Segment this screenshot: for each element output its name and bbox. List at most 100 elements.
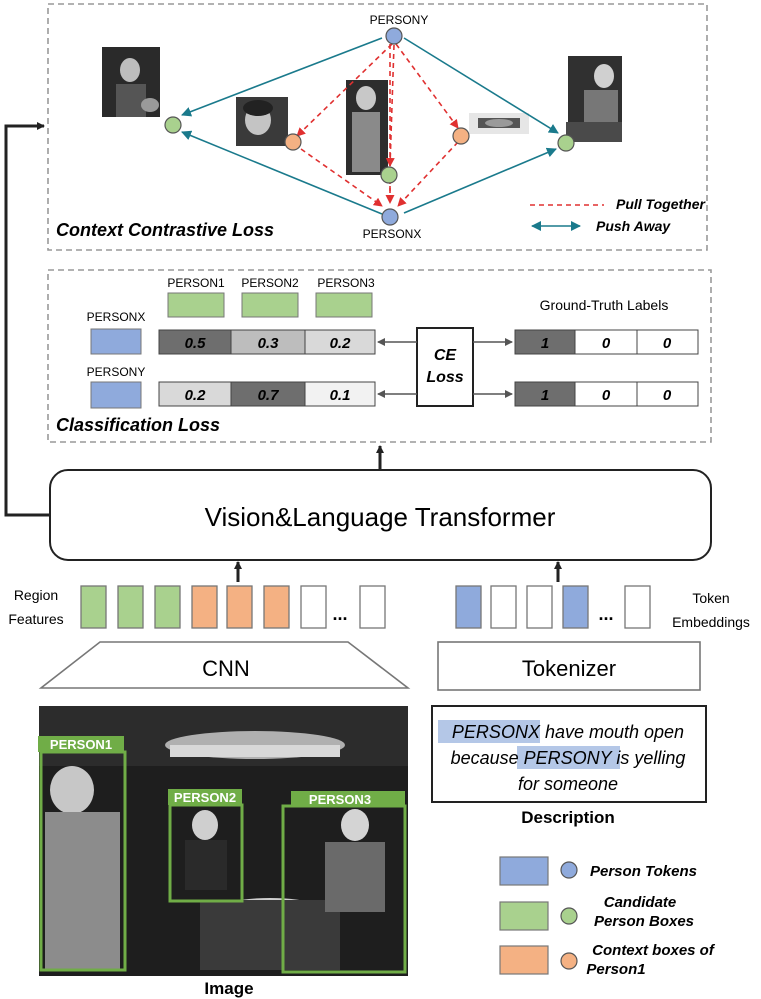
node-candidate-person2 [164, 116, 182, 134]
gt-cell-r2c1 [514, 381, 576, 407]
gt-r2c1: 1 [541, 387, 549, 404]
candidate-box-3 [315, 292, 373, 318]
token-label-line1: Token [692, 590, 729, 606]
description-line2: because PERSONY is yelling [451, 748, 686, 768]
description-line2-rest: is yelling [611, 748, 685, 768]
description-line1: PERSONX have mouth open [452, 722, 684, 742]
legend-context-line2: Person1 [586, 961, 645, 978]
node-personx [381, 208, 399, 226]
region-label-line2: Features [8, 611, 63, 627]
ce-loss-box [416, 327, 474, 407]
row-token-personx [90, 328, 142, 355]
description-line3: for someone [518, 774, 618, 794]
legend-context-dot [560, 952, 578, 970]
tokenizer-box [437, 641, 701, 691]
ce-loss-arrows [377, 338, 513, 398]
node-context-a [284, 133, 302, 151]
cnn-label: CNN [202, 656, 250, 681]
score-r1c2: 0.3 [258, 335, 280, 352]
push-away-arrows [181, 37, 559, 215]
legend-context-line1: Context boxes of [592, 942, 716, 959]
token-label-line2: Embeddings [672, 614, 750, 630]
legend-candidate-line1: Candidate [604, 894, 677, 911]
description-highlight-personx [438, 720, 540, 743]
description-caption: Description [521, 808, 615, 827]
node-candidate-waitress [380, 166, 398, 184]
legend-candidate-dot [560, 907, 578, 925]
thumbnail-person3 [566, 56, 622, 142]
description-token-personx: PERSONX [452, 722, 541, 742]
legend-context-swatch [499, 945, 549, 975]
gt-r1c1: 1 [541, 335, 549, 352]
score-r2c1: 0.2 [185, 387, 207, 404]
token-embedding-blocks [455, 585, 651, 629]
thumbnail-person1 [236, 97, 288, 146]
score-r2c3: 0.1 [330, 387, 351, 404]
gt-cell-r1c2 [574, 329, 638, 355]
cnn-trapezoid [38, 641, 411, 689]
legend-candidate-swatch [499, 901, 549, 931]
candidate-box-1 [167, 292, 225, 318]
gt-cell-r1c1 [514, 329, 576, 355]
contrastive-panel [47, 3, 708, 251]
tokenizer-label: Tokenizer [522, 656, 616, 681]
description-line1-rest: have mouth open [540, 722, 684, 742]
description-token-persony: PERSONY [524, 748, 614, 768]
contrastive-title: Context Contrastive Loss [56, 220, 274, 240]
score-cell-r1c3 [304, 329, 376, 355]
gt-cell-r1c3 [636, 329, 699, 355]
score-r1c3: 0.2 [330, 335, 352, 352]
classification-title: Classification Loss [56, 415, 220, 435]
description-highlight-persony [517, 746, 620, 769]
classification-panel [47, 269, 712, 443]
image-box-person2 [168, 789, 244, 903]
image-box-label-person1: PERSON1 [50, 737, 112, 752]
node-candidate-person3 [557, 134, 575, 152]
candidate-label-3: PERSON3 [317, 276, 375, 290]
image-caption: Image [204, 979, 253, 998]
legend-person-token-swatch [499, 856, 549, 886]
node-personx-label: PERSONX [363, 227, 422, 241]
candidate-label-1: PERSON1 [167, 276, 225, 290]
score-cell-r2c1 [158, 381, 232, 407]
score-cell-r1c2 [230, 329, 306, 355]
gt-cell-r2c3 [636, 381, 699, 407]
image-box-person1 [38, 736, 127, 972]
legend-person-tokens: Person Tokens [590, 863, 697, 880]
transformer-label: Vision&Language Transformer [205, 502, 556, 532]
candidate-box-2 [241, 292, 299, 318]
ce-loss-line2: Loss [426, 369, 463, 386]
gt-title: Ground-Truth Labels [540, 297, 669, 313]
description-line2-pre: because [451, 748, 524, 768]
gt-r2c3: 0 [663, 387, 672, 404]
token-ellipsis: ... [598, 604, 613, 624]
legend-pull-text: Pull Together [616, 196, 706, 212]
node-persony [385, 27, 403, 45]
region-feature-blocks [80, 585, 386, 629]
ce-loss-line1: CE [434, 347, 458, 364]
gt-r2c2: 0 [602, 387, 611, 404]
score-r2c2: 0.7 [258, 387, 280, 404]
score-cell-r2c2 [230, 381, 306, 407]
legend-candidate-line2: Person Boxes [594, 913, 694, 930]
thumbnail-waitress [346, 80, 388, 175]
row-token-persony [90, 381, 142, 409]
gt-r1c3: 0 [663, 335, 672, 352]
thumbnail-object [469, 113, 529, 134]
row-label-personx: PERSONX [87, 310, 146, 324]
image-box-person3 [281, 791, 407, 974]
legend-push-text: Push Away [596, 218, 671, 234]
row-label-persony: PERSONY [87, 365, 146, 379]
image-box-label-person3: PERSON3 [309, 792, 371, 807]
gt-r1c2: 0 [602, 335, 611, 352]
score-cell-r2c3 [304, 381, 376, 407]
node-context-b [452, 127, 470, 145]
region-label-line1: Region [14, 587, 58, 603]
legend-person-token-dot [560, 861, 578, 879]
gt-cell-r2c2 [574, 381, 638, 407]
thumbnail-person2 [102, 47, 160, 117]
image-box-label-person2: PERSON2 [174, 790, 236, 805]
candidate-label-2: PERSON2 [241, 276, 299, 290]
score-r1c1: 0.5 [185, 335, 207, 352]
